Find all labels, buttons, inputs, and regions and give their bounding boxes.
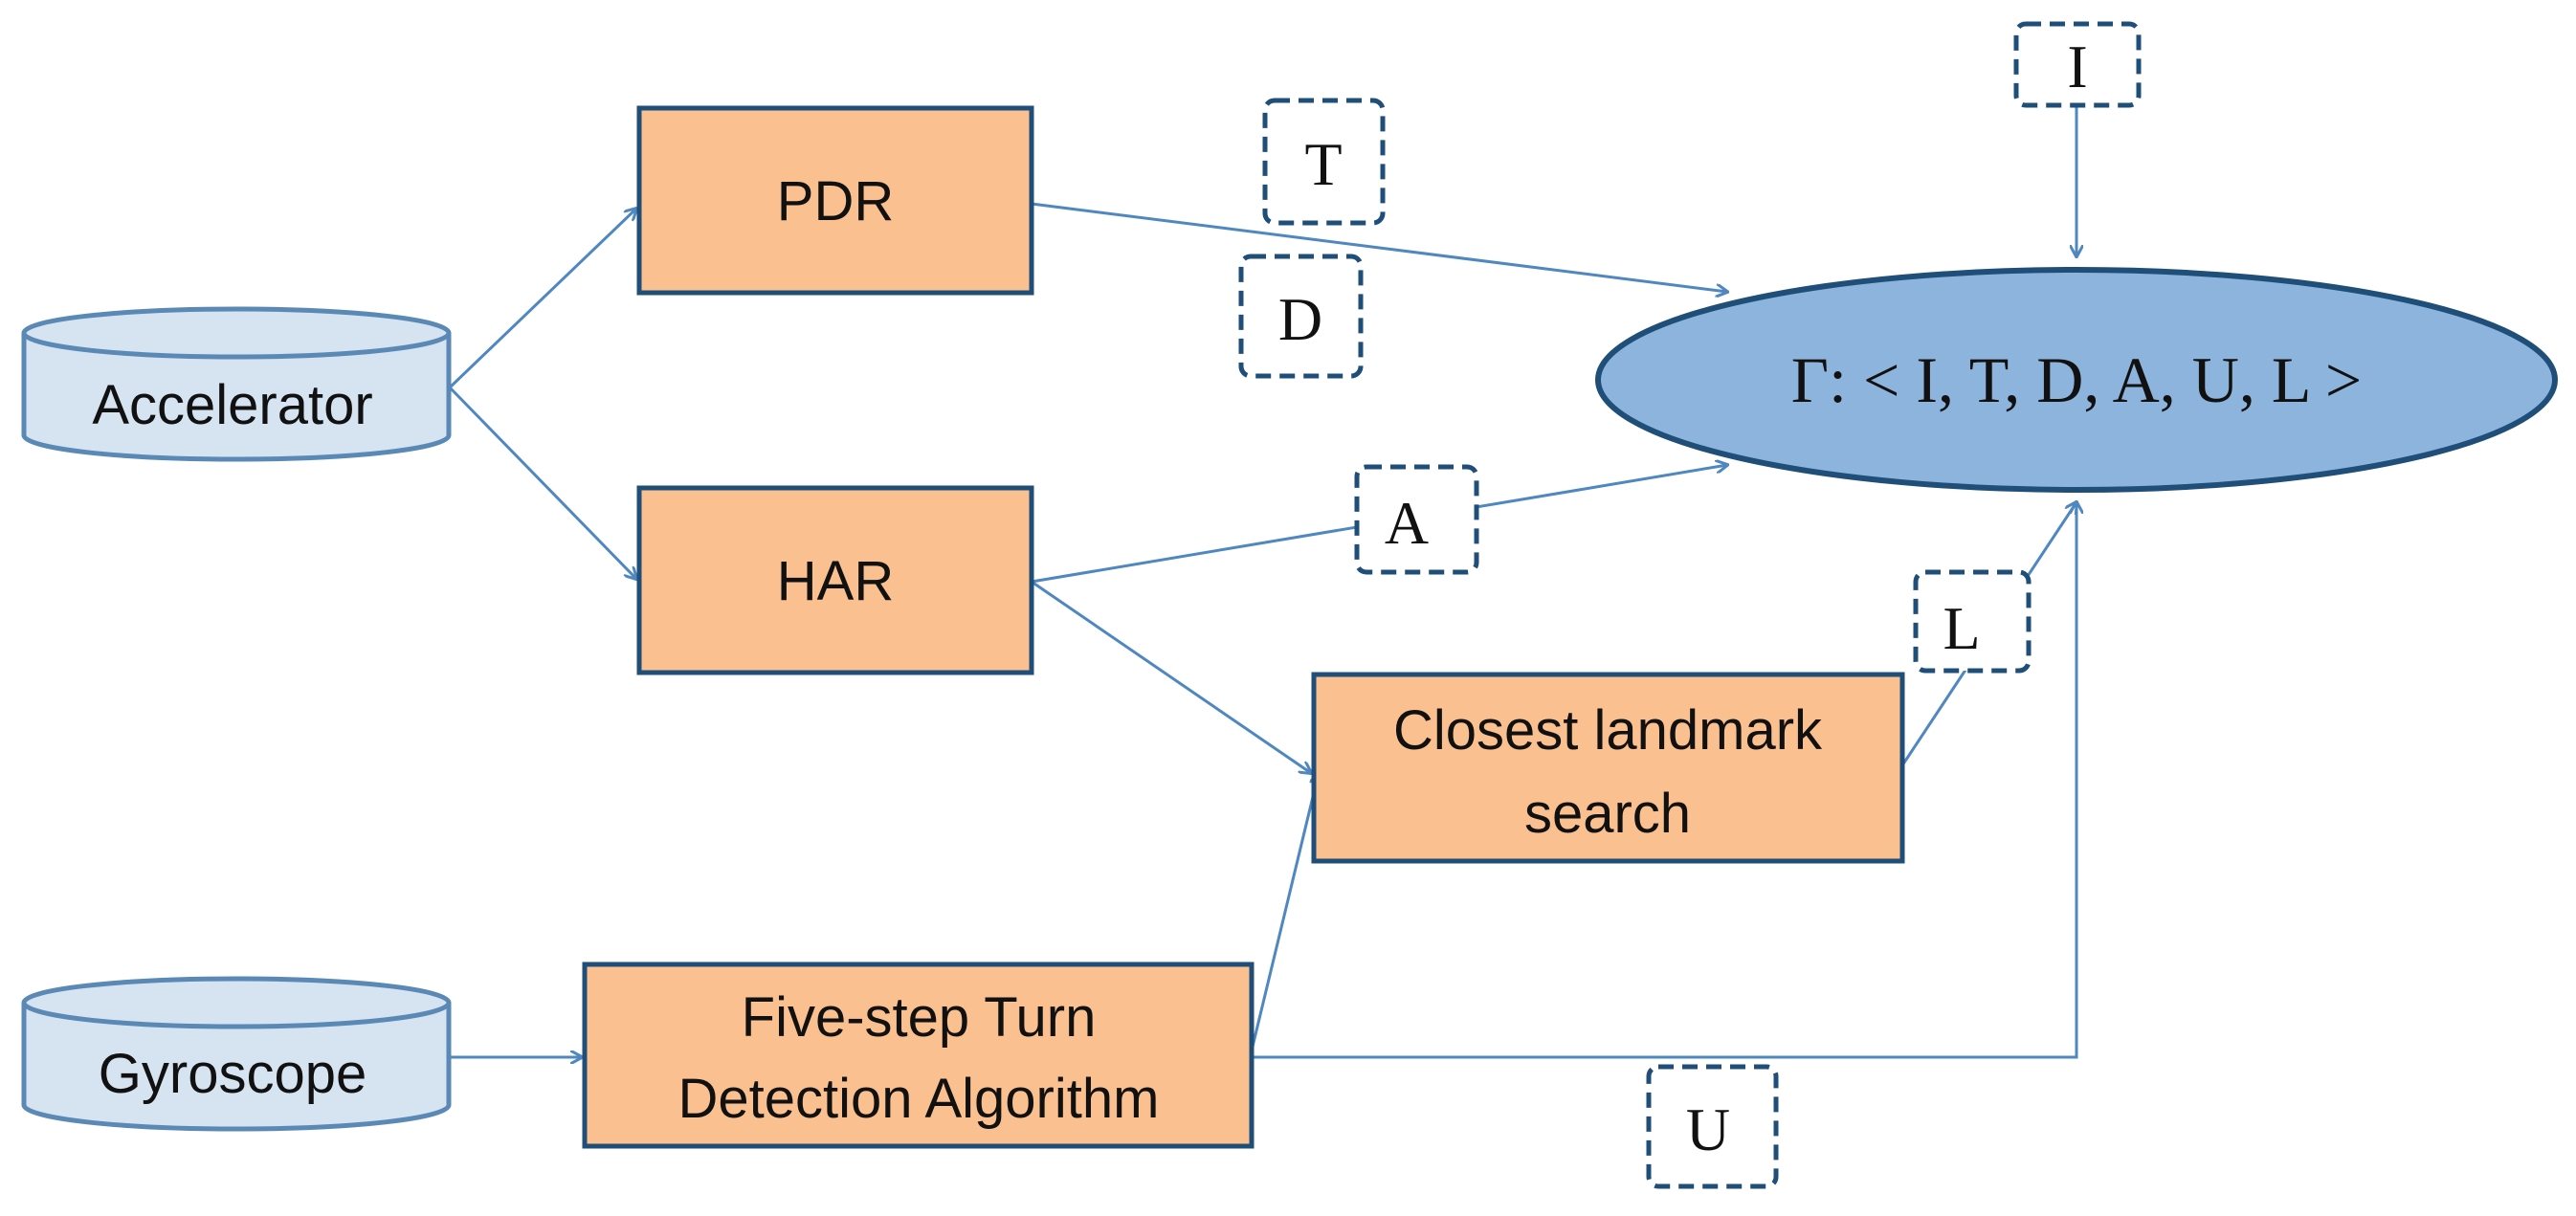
har-label: HAR [777, 550, 894, 612]
label-box-i: I [2013, 21, 2142, 108]
turn-label-line1: Five-step Turn [742, 986, 1097, 1049]
label-t: T [1304, 130, 1342, 198]
accelerator-label: Accelerator [92, 374, 372, 436]
arrow-turn-to-output [1252, 502, 2076, 1059]
pdr-label: PDR [777, 170, 894, 232]
label-box-l: L [1913, 569, 2032, 674]
turn-detection-box: Five-step Turn Detection Algorithm [582, 962, 1255, 1149]
label-boxes: I T D A L U [1238, 21, 2142, 1189]
connectors [448, 103, 2076, 1059]
gyroscope-label: Gyroscope [99, 1043, 366, 1105]
output-formula: Γ: < I, T, D, A, U, L > [1791, 343, 2362, 416]
label-l: L [1943, 594, 1980, 662]
label-box-d: D [1238, 254, 1364, 379]
closest-landmark-search-box: Closest landmark search [1311, 672, 1905, 864]
arrow-pdr-to-output [1031, 202, 1727, 292]
label-box-a: A [1354, 464, 1479, 575]
label-d: D [1278, 285, 1322, 353]
label-box-u: U [1646, 1064, 1779, 1189]
arrow-har-to-landmark [1031, 580, 1311, 773]
label-box-t: T [1262, 98, 1386, 226]
accelerator-sensor: Accelerator [21, 306, 452, 462]
landmark-label-line1: Closest landmark [1393, 699, 1823, 762]
arrow-turn-to-landmark [1250, 773, 1319, 1051]
label-u: U [1686, 1095, 1730, 1163]
label-a: A [1385, 489, 1429, 557]
arrow-accelerator-to-har [448, 386, 636, 579]
arrow-accelerator-to-pdr [448, 209, 636, 389]
gyroscope-sensor: Gyroscope [21, 976, 452, 1132]
output-tuple-ellipse: Γ: < I, T, D, A, U, L > [1595, 267, 2558, 493]
label-i: I [2067, 33, 2087, 100]
landmark-label-line2: search [1524, 783, 1691, 845]
pdr-box: PDR [636, 105, 1034, 296]
turn-label-line2: Detection Algorithm [678, 1068, 1160, 1130]
har-box: HAR [636, 485, 1034, 675]
